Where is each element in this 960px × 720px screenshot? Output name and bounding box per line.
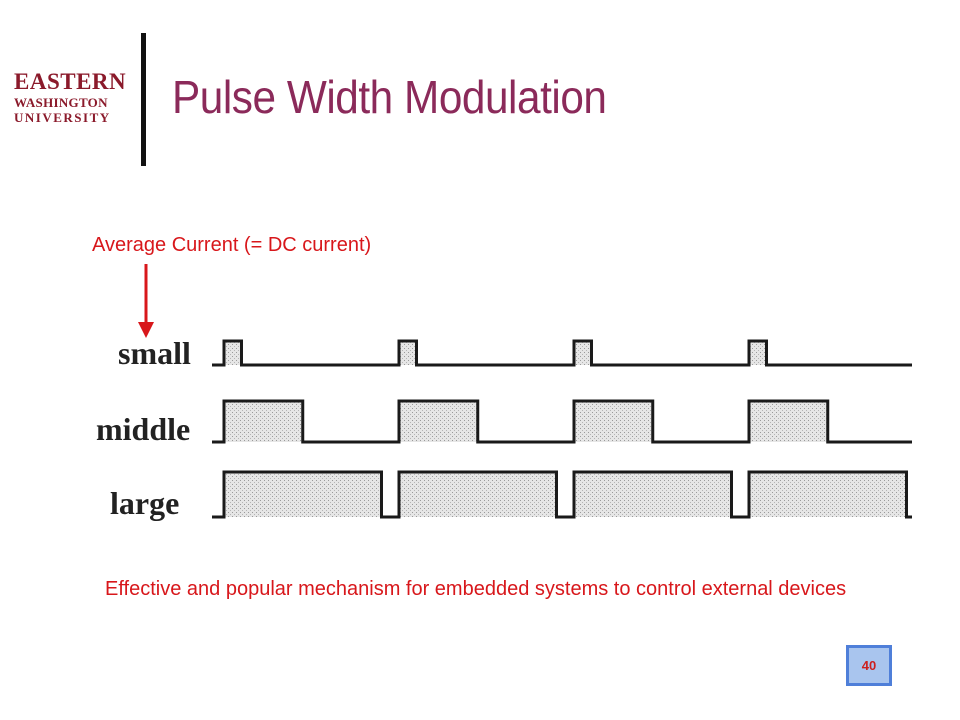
pulse-fill-middle-1 — [224, 401, 303, 442]
waveform-small — [212, 339, 912, 367]
waveform-label-middle: middle — [96, 411, 190, 447]
page-title: Pulse Width Modulation — [172, 71, 607, 123]
pulse-fill-large-1 — [224, 472, 382, 517]
description-text: Effective and popular mechanism for embe… — [105, 578, 847, 600]
pulse-fill-small-1 — [224, 341, 242, 365]
page-number-badge: 40 — [846, 645, 892, 686]
logo-line-eastern: EASTERN — [14, 69, 127, 94]
waveform-large — [212, 470, 912, 519]
university-logo: EASTERN WASHINGTON UNIVERSITY — [14, 70, 134, 124]
waveform-label-large: large — [110, 485, 179, 521]
pulse-fill-small-2 — [399, 341, 417, 365]
pulse-fill-small-3 — [574, 341, 592, 365]
pulse-fill-large-3 — [574, 472, 732, 517]
page-number: 40 — [861, 658, 877, 673]
average-current-label: Average Current (= DC current) — [92, 234, 372, 256]
pulse-fill-large-4 — [749, 472, 907, 517]
header-divider — [141, 33, 146, 166]
logo-line-washington: WASHINGTON — [14, 95, 108, 110]
pulse-fill-large-2 — [399, 472, 557, 517]
pwm-waveform-diagram: small middle large — [96, 335, 912, 521]
waveform-middle — [212, 399, 912, 444]
pulse-fill-middle-4 — [749, 401, 828, 442]
pulse-fill-small-4 — [749, 341, 767, 365]
pulse-fill-middle-3 — [574, 401, 653, 442]
logo-line-university: UNIVERSITY — [14, 110, 111, 125]
pulse-fill-middle-2 — [399, 401, 478, 442]
down-arrow-icon — [138, 264, 154, 338]
waveform-label-small: small — [118, 335, 191, 371]
